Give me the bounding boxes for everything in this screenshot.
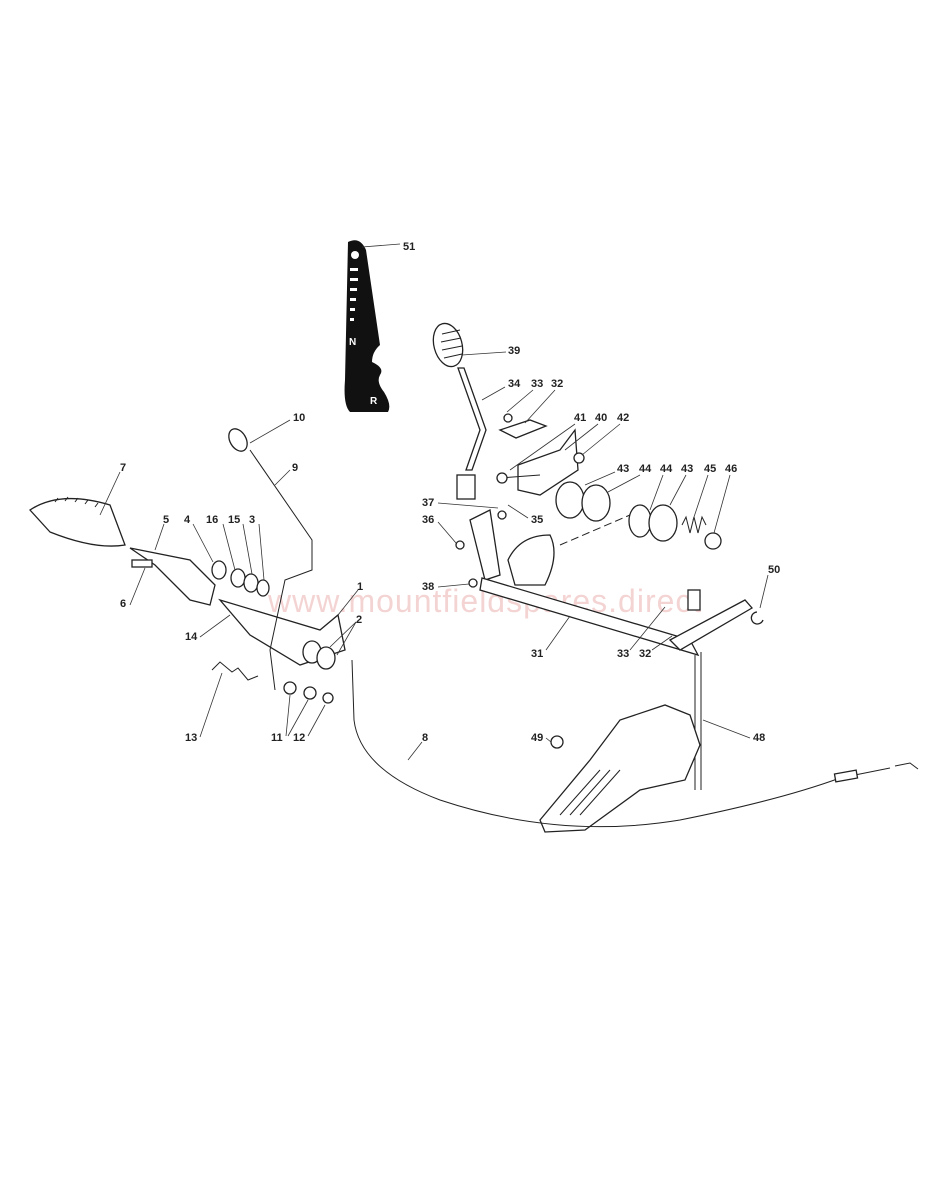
gate-plate-51: N R — [344, 240, 390, 412]
callout-37: 37 — [422, 497, 434, 509]
gear-lever-assembly — [432, 322, 548, 500]
callout-40: 40 — [595, 412, 607, 424]
callout-34: 34 — [508, 378, 521, 390]
callout-41: 41 — [574, 412, 586, 424]
callout-33: 33 — [531, 378, 543, 390]
control-cable-8 — [351, 659, 919, 828]
callout-14: 14 — [185, 631, 198, 643]
callout-38: 38 — [422, 581, 434, 593]
callout-9: 9 — [292, 462, 298, 474]
callout-8: 8 — [422, 732, 428, 744]
callout-15: 15 — [228, 514, 240, 526]
neutral-mark: N — [349, 337, 356, 348]
callout-50: 50 — [768, 564, 780, 576]
callout-39: 39 — [508, 345, 520, 357]
callout-13: 13 — [185, 732, 197, 744]
callout-11: 11 — [271, 732, 283, 744]
callout-1: 1 — [357, 581, 363, 593]
callout-35: 35 — [531, 514, 543, 526]
callout-42: 42 — [617, 412, 629, 424]
callout-16: 16 — [206, 514, 218, 526]
cross-shaft-31 — [455, 509, 764, 790]
callout-5: 5 — [163, 514, 169, 526]
callout-46: 46 — [725, 463, 737, 475]
callout-10: 10 — [293, 412, 305, 424]
callout-45: 45 — [704, 463, 716, 475]
callout-12: 12 — [293, 732, 305, 744]
callout-49: 49 — [531, 732, 543, 744]
callout-7: 7 — [120, 462, 126, 474]
drive-pedal — [539, 704, 701, 833]
callout-33b: 33 — [617, 648, 629, 660]
left-lever-assembly — [29, 428, 346, 704]
callout-44b: 44 — [660, 463, 673, 475]
callout-43: 43 — [617, 463, 629, 475]
callout-2: 2 — [356, 614, 362, 626]
callout-32b: 32 — [639, 648, 651, 660]
tortoise-hare-icon — [351, 251, 359, 259]
callout-6: 6 — [120, 598, 126, 610]
callout-48: 48 — [753, 732, 765, 744]
reverse-mark: R — [370, 396, 378, 407]
detent-assembly — [496, 428, 722, 550]
callout-43b: 43 — [681, 463, 693, 475]
callout-32: 32 — [551, 378, 563, 390]
callout-51: 51 — [403, 241, 415, 253]
callout-36: 36 — [422, 514, 434, 526]
callout-31: 31 — [531, 648, 543, 660]
callout-3: 3 — [249, 514, 255, 526]
callouts: 51 39 34 33 32 41 40 42 43 44 44 43 45 4… — [99, 241, 780, 761]
callout-4: 4 — [184, 514, 191, 526]
callout-44: 44 — [639, 463, 652, 475]
